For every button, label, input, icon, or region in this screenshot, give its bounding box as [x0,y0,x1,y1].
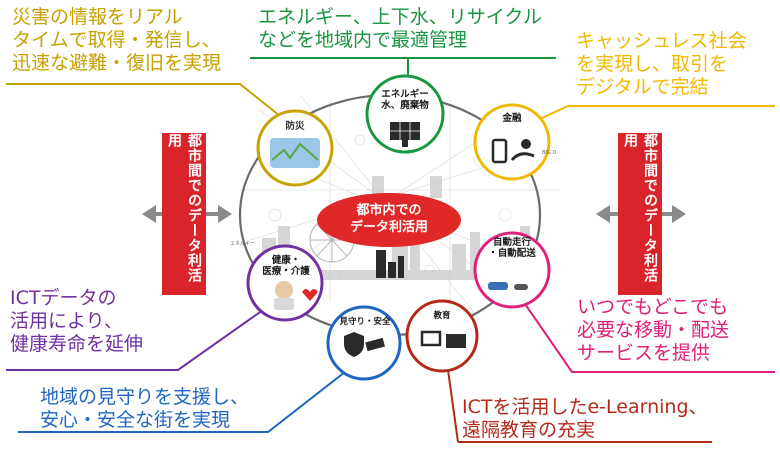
node-safety[interactable] [326,305,402,381]
health-leader [6,304,271,371]
health-caption-line-2: 活用により、 [10,310,123,333]
health-caption: ICTデータの 活用により、 健康寿命を延伸 [10,287,143,357]
education-connector [447,369,459,443]
safety-caption-line-2: 安心・安全な街を実現 [40,409,231,432]
center-ellipse [317,193,461,247]
camera-icon [365,337,385,352]
shield-icon [344,332,364,357]
finance-caption-line-2: を実現し、取引を [576,53,729,76]
center-label: 都市内での データ利活用 [318,194,460,246]
energy-node-line-1: エネルギー [381,89,429,100]
health-node-line-2: 医療・介護 [262,265,310,277]
safety-node-label: 見守り・安全 [339,317,391,327]
education-node-label: 教育 [433,311,451,321]
mobility-leader [513,287,775,373]
finance-caption: キャッシュレス社会 を実現し、取引を デジタルで完結 [576,30,747,100]
disaster-node-label: 防災 [285,121,305,132]
health-node-label: 健康・ 医療・介護 [256,255,316,278]
finance-leader [519,105,775,129]
energy-caption: エネルギー、上下水、リサイクル などを地域内で最適管理 [258,6,542,52]
center-line-1: 都市内での [356,203,422,219]
education-caption-line-1: ICTを活用したe-Learning、 [462,396,708,418]
node-energy[interactable] [365,74,445,154]
doctor-icon [275,281,293,299]
health-caption-line-3: 健康寿命を延伸 [10,333,144,356]
finance-caption-line-3: デジタルで完結 [576,76,709,99]
node-mobility[interactable] [473,231,551,309]
node-health[interactable] [246,244,324,322]
disaster-leader [6,83,286,121]
mobility-node-label: 自動走行 ・自動配送 [484,237,540,260]
safety-leader [18,371,346,433]
school-icon [446,334,466,348]
energy-caption-line-1: エネルギー、上下水、リサイクル [258,6,542,28]
finance-caption-line-1: キャッシュレス社会 [576,30,747,52]
mobility-caption-line-2: 必要な移動・配送 [577,319,730,342]
car-icon [488,282,508,290]
mobility-node-line-2: ・自動配送 [488,247,536,259]
node-education[interactable] [405,299,479,373]
monitor-icon [420,330,442,347]
disaster-illustration [270,138,320,168]
disaster-caption-line-2: タイムで取得・発信し、 [12,29,221,52]
center-line-2: データ利活用 [349,220,428,235]
mobility-caption-line-3: サービスを提供 [577,342,711,365]
drone-icon [514,284,528,290]
energy-caption-line-2: などを地域内で最適管理 [258,29,468,52]
disaster-caption-line-1: 災害の情報をリアル [12,6,183,28]
finance-node-label: 金融 [502,113,522,124]
leader-lines [6,57,775,443]
disaster-caption: 災害の情報をリアル タイムで取得・発信し、 迅速な避難・復旧を実現 [12,6,221,76]
earthquake-icon [271,142,319,161]
education-caption-line-2: 遠隔教育の充実 [462,419,596,442]
smartphone-icon [491,138,508,164]
coin-icon [521,139,531,149]
mobility-node-line-1: 自動走行 [492,237,531,248]
safety-caption-line-1: 地域の見守りを支援し、 [40,386,250,408]
mobility-caption: いつでもどこでも 必要な移動・配送 サービスを提供 [577,296,729,366]
node-finance[interactable] [473,103,551,181]
education-caption: ICTを活用したe-Learning、 遠隔教育の充実 [462,396,708,442]
energy-small-tag: エネルギー [230,241,256,247]
disaster-caption-line-3: 迅速な避難・復旧を実現 [12,52,222,75]
hand-icon [510,152,535,162]
right-intercity-banner: 都市間でのデータ利活用 [618,133,662,295]
energy-node-line-2: 水、廃棄物 [381,99,429,111]
left-intercity-banner: 都市間でのデータ利活用 [162,133,206,295]
big-data-tag: BIG D [542,150,557,156]
mobility-caption-line-1: いつでもどこでも [577,296,729,318]
node-disaster[interactable] [256,109,334,187]
safety-caption: 地域の見守りを支援し、 安心・安全な街を実現 [40,386,249,432]
heart-icon [302,289,318,301]
health-node-line-1: 健康・ [271,255,301,266]
health-caption-line-1: ICTデータの [10,287,117,309]
energy-node-label: エネルギー 水、廃棄物 [372,89,438,112]
